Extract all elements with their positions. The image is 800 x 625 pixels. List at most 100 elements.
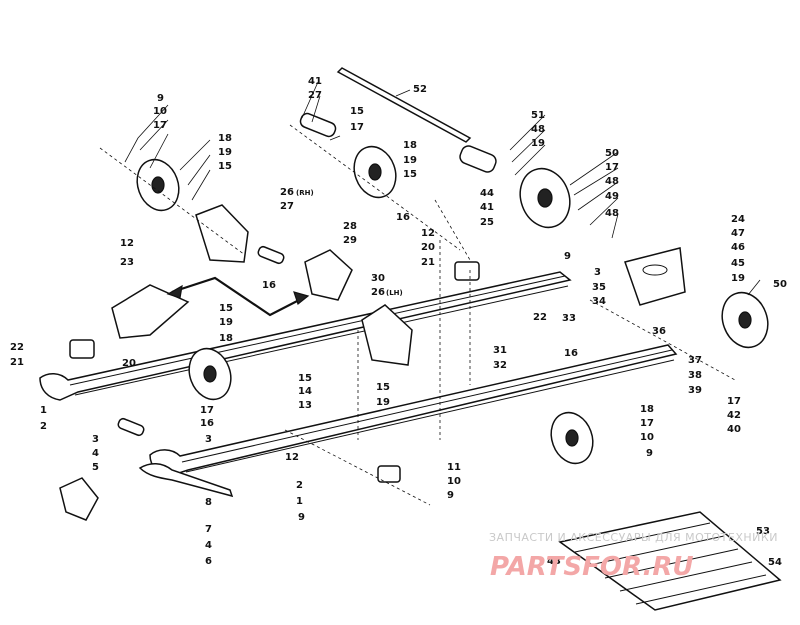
callout-2: 2 <box>40 421 47 432</box>
callout-17: 17 <box>350 122 364 133</box>
direction-arrow <box>166 276 310 317</box>
callout-44: 44 <box>480 188 494 199</box>
callout-17: 17 <box>640 418 654 429</box>
callout-17: 17 <box>153 120 167 131</box>
callout-18: 18 <box>218 133 232 144</box>
callout-20: 20 <box>122 358 136 369</box>
callout-9: 9 <box>157 93 164 104</box>
callout-8: 8 <box>205 497 212 508</box>
callout-15: 15 <box>376 382 390 393</box>
callout-5: 5 <box>92 462 99 473</box>
callout-lh-note: (LH) <box>386 289 403 297</box>
rear-wheel-large <box>519 167 571 229</box>
callout-10: 10 <box>153 106 167 117</box>
callout-32: 32 <box>493 360 507 371</box>
callout-45: 45 <box>731 258 745 269</box>
callout-9: 9 <box>447 490 454 501</box>
callout-18: 18 <box>219 333 233 344</box>
callout-21: 21 <box>10 357 24 368</box>
callout-19: 19 <box>376 397 390 408</box>
callout-37: 37 <box>688 355 702 366</box>
callout-14: 14 <box>298 386 312 397</box>
callout-25: 25 <box>480 217 494 228</box>
callout-22: 22 <box>10 342 24 353</box>
callout-42: 42 <box>727 410 741 421</box>
callout-31: 31 <box>493 345 507 356</box>
callout-30: 30 <box>371 273 385 284</box>
callout-27: 27 <box>308 90 322 101</box>
callout-26-rh: 26 <box>280 187 294 198</box>
callout-21: 21 <box>421 257 435 268</box>
slide-rail-upper <box>39 271 572 401</box>
callout-9: 9 <box>564 251 571 262</box>
callout-48: 48 <box>531 124 545 135</box>
pivot-bracket-rh <box>195 204 249 263</box>
idler-wheel-lower <box>550 411 594 465</box>
callout-18: 18 <box>640 404 654 415</box>
callout-34: 34 <box>592 296 606 307</box>
callout-19: 19 <box>531 138 545 149</box>
callout-15: 15 <box>350 106 364 117</box>
callout-16: 16 <box>396 212 410 223</box>
callout-15: 15 <box>403 169 417 180</box>
callout-26-lh: 26 <box>371 287 385 298</box>
callout-20: 20 <box>421 242 435 253</box>
callout-6: 6 <box>205 556 212 567</box>
callout-10: 10 <box>447 476 461 487</box>
leader-lines <box>124 81 761 296</box>
callout-27: 27 <box>280 201 294 212</box>
callout-15: 15 <box>218 161 232 172</box>
callout-39: 39 <box>688 385 702 396</box>
callout-10: 10 <box>640 432 654 443</box>
callout-36: 36 <box>652 326 666 337</box>
watermark-tagline: ЗАПЧАСТИ И АКСЕССУАРЫ ДЛЯ МОТОТЕХНИКИ <box>489 531 778 544</box>
callout-12: 12 <box>120 238 134 249</box>
callout-19: 19 <box>219 317 233 328</box>
callout-4: 4 <box>205 540 212 551</box>
slide-rail-lower <box>149 344 678 477</box>
callout-15: 15 <box>298 373 312 384</box>
callout-rh-note: (RH) <box>296 189 314 197</box>
idler-wheel-upper-center <box>353 145 397 199</box>
callout-23: 23 <box>120 257 134 268</box>
callout-13: 13 <box>298 400 312 411</box>
track-clip-panel <box>558 511 782 611</box>
rear-wheel-right <box>721 291 769 349</box>
callout-40: 40 <box>727 424 741 435</box>
shock-mount-plate <box>624 247 686 306</box>
callout-3: 3 <box>594 267 601 278</box>
callout-16: 16 <box>564 348 578 359</box>
callout-7: 7 <box>205 524 212 535</box>
callout-48: 48 <box>605 208 619 219</box>
callout-1: 1 <box>296 496 303 507</box>
callout-2: 2 <box>296 480 303 491</box>
callout-51: 51 <box>531 110 545 121</box>
callout-22: 22 <box>533 312 547 323</box>
callout-19: 19 <box>218 147 232 158</box>
callout-50: 50 <box>773 279 787 290</box>
rail-end-cap <box>59 477 99 521</box>
callout-50: 50 <box>605 148 619 159</box>
callout-12: 12 <box>421 228 435 239</box>
pivot-bracket-lh <box>304 249 353 301</box>
callout-41: 41 <box>308 76 322 87</box>
callout-43: 43 <box>547 556 561 567</box>
callout-28: 28 <box>343 221 357 232</box>
callout-47: 47 <box>731 228 745 239</box>
callout-19: 19 <box>731 273 745 284</box>
callout-33: 33 <box>562 313 576 324</box>
callout-11: 11 <box>447 462 461 473</box>
callout-15: 15 <box>219 303 233 314</box>
callout-17: 17 <box>200 405 214 416</box>
axle-spacers <box>69 112 497 483</box>
callout-49: 49 <box>605 191 619 202</box>
callout-9: 9 <box>298 512 305 523</box>
callout-35: 35 <box>592 282 606 293</box>
hyfax-slide <box>138 463 234 498</box>
callout-53: 53 <box>756 526 770 537</box>
callout-38: 38 <box>688 370 702 381</box>
watermark-site: PARTSFOR.RU <box>490 552 693 582</box>
callout-17: 17 <box>727 396 741 407</box>
idler-wheel-mid <box>188 347 232 401</box>
